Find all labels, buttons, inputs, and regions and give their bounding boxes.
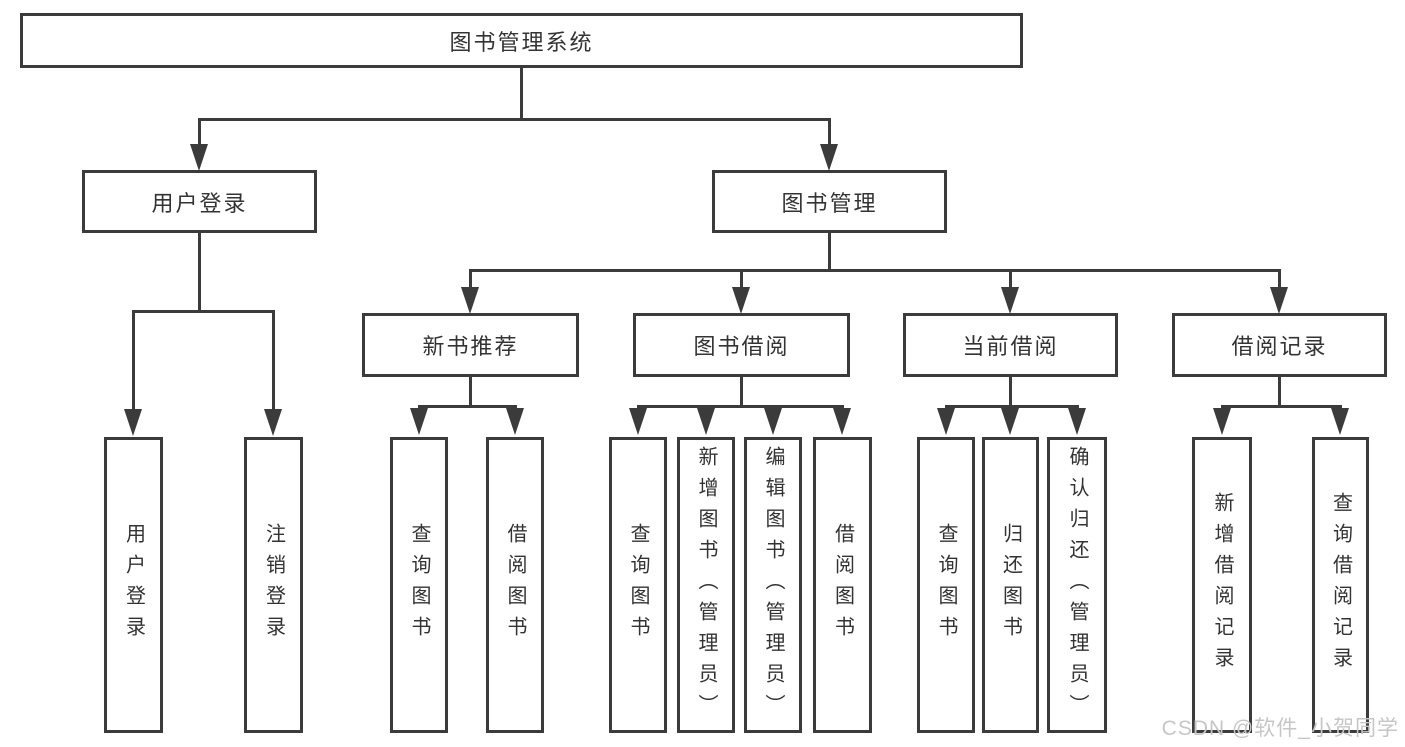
arrowhead-down-query-book-borrowsec-icon [629, 408, 647, 435]
leaf-edit-book-admin-label: 编辑图书（管理员） [762, 445, 784, 725]
arrowhead-down-book-borrow-icon [732, 287, 750, 314]
arrowhead-down-query-borrow-record-icon [1331, 408, 1349, 435]
leaf-borrow-book-recommend-label: 借阅图书 [504, 523, 526, 647]
leaf-user-login-label: 用户登录 [122, 523, 145, 647]
leaf-query-book-current: 查询图书 [917, 437, 975, 733]
edge-stub-leaf-user-login [132, 313, 135, 412]
edge-stub-borrow-record [1278, 272, 1281, 289]
node-current-borrow-label: 当前借阅 [962, 334, 1059, 359]
node-new-book-recommend-label: 新书推荐 [422, 334, 519, 359]
edge-borrow-record-drop [1278, 377, 1281, 408]
leaf-add-book-admin: 新增图书（管理员） [677, 437, 735, 733]
leaf-query-borrow-record-label: 查询借阅记录 [1329, 492, 1352, 678]
leaf-add-borrow-record: 新增借阅记录 [1192, 437, 1252, 733]
arrowhead-down-new-book-recommend-icon [461, 287, 479, 314]
arrowhead-down-query-book-recommend-icon [410, 408, 428, 435]
edge-root-drop [520, 68, 523, 121]
node-book-borrow-label: 图书借阅 [693, 334, 790, 359]
edge-book-borrow-split [637, 405, 844, 408]
edge-new-book-recommend-drop [469, 377, 472, 408]
node-root-system: 图书管理系统 [20, 13, 1023, 68]
arrowhead-down-borrow-book-recommend-icon [506, 408, 524, 435]
edge-stub-book-management [828, 120, 831, 146]
node-borrow-record: 借阅记录 [1172, 313, 1387, 377]
edge-stub-user-login [198, 120, 201, 146]
edge-user-login-drop [198, 233, 201, 313]
edge-stub-book-borrow [740, 272, 743, 289]
leaf-borrow-book-borrowsec: 借阅图书 [813, 437, 872, 733]
arrowhead-down-add-borrow-record-icon [1213, 408, 1231, 435]
edge-stub-current-borrow [1009, 272, 1012, 289]
leaf-add-book-admin-label: 新增图书（管理员） [695, 445, 717, 725]
arrowhead-down-current-borrow-icon [1001, 287, 1019, 314]
edge-book-management-drop [828, 233, 831, 272]
arrowhead-down-borrow-book-borrowsec-icon [833, 408, 851, 435]
arrowhead-down-leaf-user-login-icon [124, 409, 142, 436]
csdn-watermark: CSDN @软件_小贺同学 [1161, 717, 1399, 740]
arrowhead-down-user-login-icon [190, 144, 208, 171]
leaf-query-book-recommend: 查询图书 [390, 437, 448, 733]
leaf-logout-label: 注销登录 [262, 523, 285, 647]
arrowhead-down-add-book-admin-icon [697, 408, 715, 435]
leaf-add-borrow-record-label: 新增借阅记录 [1211, 492, 1233, 678]
leaf-confirm-return-admin: 确认归还（管理员） [1047, 437, 1107, 733]
leaf-borrow-book-recommend: 借阅图书 [486, 437, 544, 733]
leaf-return-book-label: 归还图书 [999, 523, 1022, 647]
edge-current-borrow-drop [1009, 377, 1012, 408]
leaf-query-book-current-label: 查询图书 [935, 523, 957, 647]
leaf-confirm-return-admin-label: 确认归还（管理员） [1066, 445, 1088, 725]
node-borrow-record-label: 借阅记录 [1231, 334, 1328, 359]
edge-current-borrow-split [945, 405, 1079, 408]
leaf-query-borrow-record: 查询借阅记录 [1312, 437, 1369, 733]
leaf-logout: 注销登录 [244, 437, 303, 733]
edge-borrow-record-split [1221, 405, 1342, 408]
arrowhead-down-leaf-logout-icon [264, 409, 282, 436]
leaf-user-login: 用户登录 [104, 437, 163, 733]
leaf-query-book-recommend-label: 查询图书 [408, 523, 430, 647]
arrowhead-down-borrow-record-icon [1270, 287, 1288, 314]
arrowhead-down-confirm-return-admin-icon [1068, 408, 1086, 435]
node-new-book-recommend: 新书推荐 [362, 313, 579, 377]
arrowhead-down-return-book-icon [1001, 408, 1019, 435]
arrowhead-down-query-book-current-icon [937, 408, 955, 435]
node-book-management: 图书管理 [712, 170, 947, 233]
edge-new-book-recommend-split [418, 405, 517, 408]
edge-book-management-split [469, 269, 1281, 272]
leaf-query-book-borrowsec-label: 查询图书 [627, 523, 649, 647]
edge-stub-leaf-logout [272, 313, 275, 412]
node-current-borrow: 当前借阅 [903, 313, 1118, 377]
arrowhead-down-book-management-icon [820, 144, 838, 171]
leaf-query-book-borrowsec: 查询图书 [609, 437, 667, 733]
node-user-login: 用户登录 [82, 170, 317, 233]
leaf-return-book: 归还图书 [982, 437, 1039, 733]
leaf-borrow-book-borrowsec-label: 借阅图书 [831, 523, 854, 647]
edge-stub-new-book-recommend [469, 272, 472, 289]
edge-root-split [198, 118, 831, 121]
edge-book-borrow-drop [740, 377, 743, 408]
node-book-management-label: 图书管理 [781, 190, 878, 216]
leaf-edit-book-admin: 编辑图书（管理员） [744, 437, 802, 733]
node-book-borrow: 图书借阅 [633, 313, 850, 377]
node-root-system-label: 图书管理系统 [449, 29, 594, 55]
node-user-login-label: 用户登录 [151, 190, 248, 216]
edge-user-login-split [132, 310, 275, 313]
arrowhead-down-edit-book-admin-icon [764, 408, 782, 435]
